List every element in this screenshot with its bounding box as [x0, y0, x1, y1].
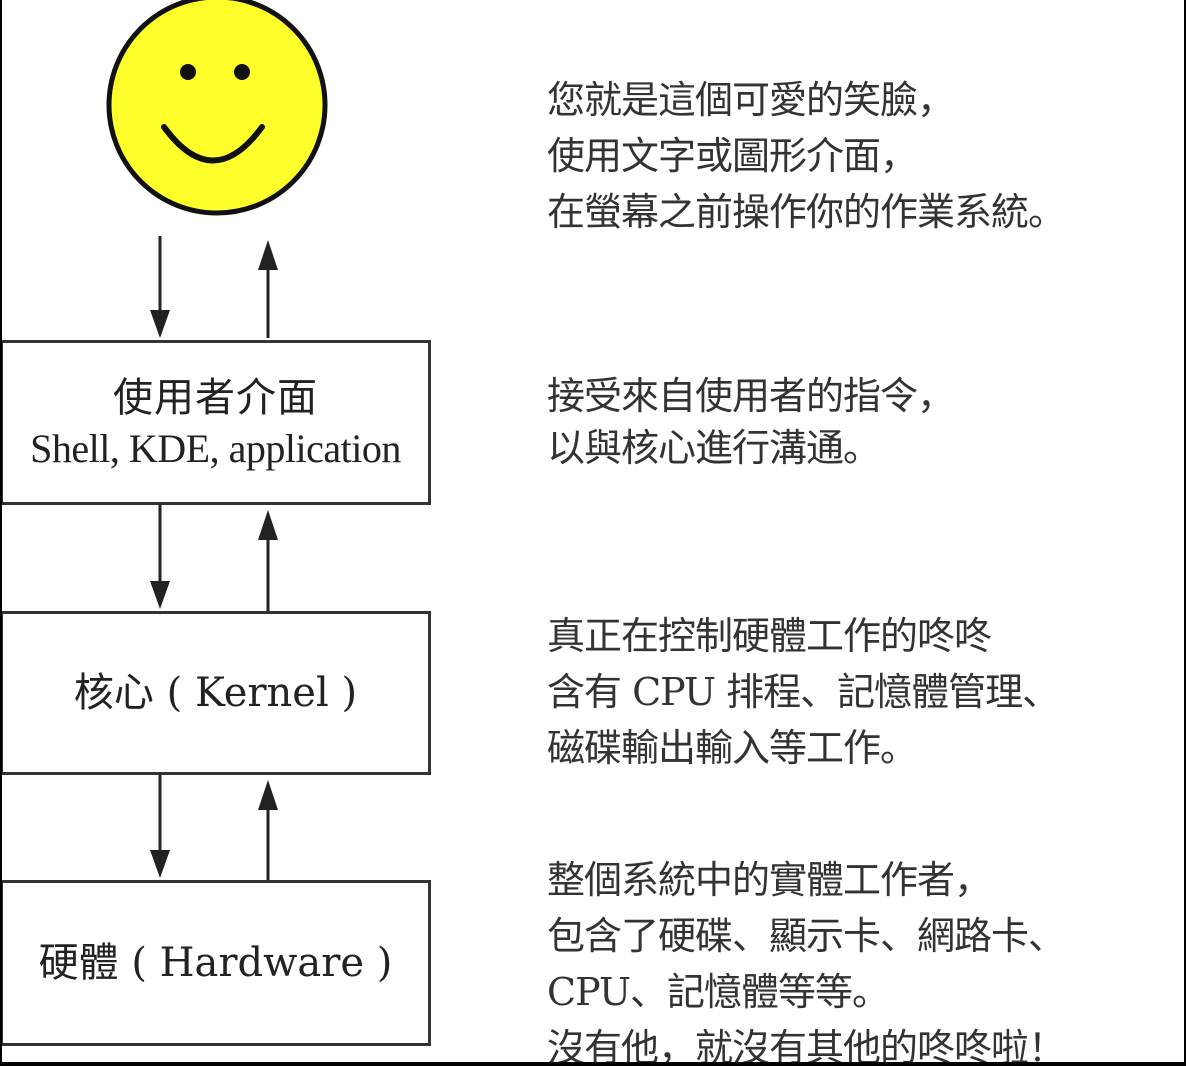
- smiley-face-icon: [106, 0, 328, 216]
- description-line: 沒有他，就沒有其他的咚咚啦！: [547, 1026, 1066, 1062]
- description-line: CPU、記憶體等等。: [547, 970, 890, 1014]
- layer-box-kernel: 核心 ( Kernel ): [2, 611, 431, 775]
- layer-title-shell: 使用者介面: [113, 374, 318, 421]
- layer-box-shell: 使用者介面 Shell, KDE, application: [2, 340, 431, 505]
- description-line: 在螢幕之前操作你的作業系統。: [547, 190, 1066, 234]
- smiley-face-circle: [106, 0, 328, 216]
- arrow-shell-to-user: [258, 240, 278, 338]
- smiley-right-eye: [234, 64, 250, 80]
- layer-subtitle-shell: Shell, KDE, application: [30, 425, 401, 471]
- arrow-user-to-shell: [150, 236, 170, 338]
- layer-title-kernel: 核心 ( Kernel ): [73, 670, 358, 716]
- description-line: 整個系統中的實體工作者，: [547, 858, 992, 902]
- description-line: 磁碟輸出輸入等工作。: [547, 726, 918, 770]
- description-line: 您就是這個可愛的笑臉，: [547, 78, 955, 122]
- smiley-left-eye: [180, 64, 196, 80]
- description-hardware: 整個系統中的實體工作者， 包含了硬碟、顯示卡、網路卡、 CPU、記憶體等等。 沒…: [547, 852, 1066, 1062]
- arrow-shell-to-kernel: [150, 505, 170, 609]
- description-user: 您就是這個可愛的笑臉， 使用文字或圖形介面， 在螢幕之前操作你的作業系統。: [547, 72, 1066, 240]
- description-line: 使用文字或圖形介面，: [547, 134, 918, 178]
- arrow-hardware-to-kernel: [258, 780, 278, 880]
- layer-box-hardware: 硬體 ( Hardware ): [2, 880, 431, 1046]
- description-line: 接受來自使用者的指令，: [547, 374, 955, 418]
- arrow-kernel-to-shell: [258, 510, 278, 611]
- description-shell: 接受來自使用者的指令， 以與核心進行溝通。: [547, 370, 955, 474]
- arrow-kernel-to-hardware: [150, 775, 170, 878]
- description-line: 包含了硬碟、顯示卡、網路卡、: [547, 914, 1066, 958]
- smiley-mouth: [161, 124, 265, 164]
- description-line: 含有 CPU 排程、記憶體管理、: [547, 670, 1060, 714]
- description-kernel: 真正在控制硬體工作的咚咚 含有 CPU 排程、記憶體管理、 磁碟輸出輸入等工作。: [547, 608, 1060, 776]
- description-line: 以與核心進行溝通。: [547, 426, 881, 470]
- layer-title-hardware: 硬體 ( Hardware ): [38, 940, 393, 986]
- description-line: 真正在控制硬體工作的咚咚: [547, 614, 992, 658]
